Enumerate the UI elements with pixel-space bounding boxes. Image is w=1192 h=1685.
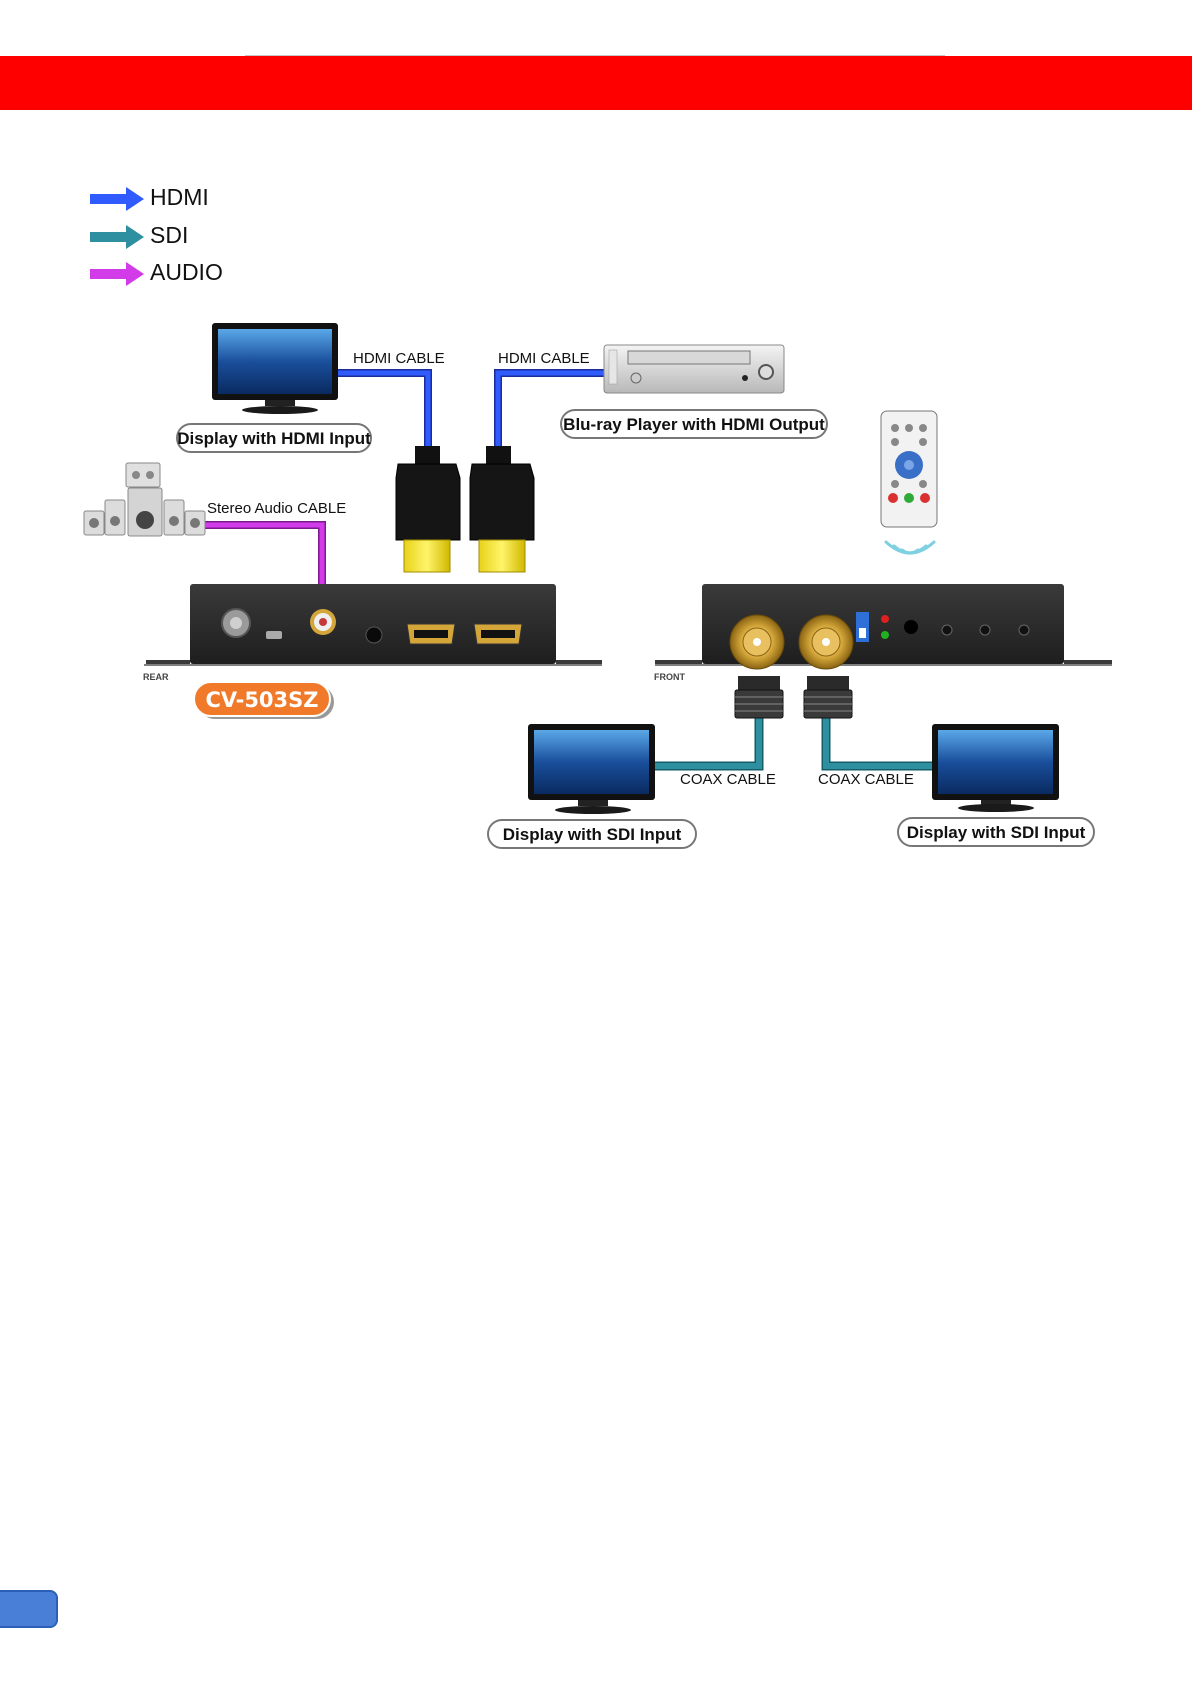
coax-cable-left-label: COAX CABLE (680, 771, 776, 788)
audio-cable-label: Stereo Audio CABLE (207, 500, 346, 517)
coax-cable-right-label: COAX CABLE (818, 771, 914, 788)
hdmi-cable-left-label: HDMI CABLE (353, 350, 445, 367)
display-sdi-left-label: Display with SDI Input (503, 825, 682, 844)
sdi-display-left-icon (528, 724, 655, 814)
bluray-player-icon (604, 345, 784, 393)
ir-signal-icon (886, 542, 934, 553)
front-panel (655, 584, 1112, 669)
sdi-display-right-icon (932, 724, 1059, 812)
hdmi-cable-right-label: HDMI CABLE (498, 350, 590, 367)
display-hdmi-label: Display with HDMI Input (177, 429, 371, 448)
front-panel-label: FRONT (654, 672, 685, 682)
bluray-label: Blu-ray Player with HDMI Output (563, 415, 825, 434)
page-number-tab (0, 1590, 58, 1628)
bnc-plug-left-icon (735, 676, 783, 718)
display-sdi-left-pill: Display with SDI Input (488, 820, 696, 848)
hdmi-plug-right-icon (470, 446, 534, 572)
model-badge-text: CV-503SZ (205, 688, 318, 712)
remote-control-icon (881, 411, 937, 527)
model-badge: CV-503SZ (194, 682, 334, 719)
coax-cable-right (826, 718, 934, 766)
hdmi-plug-left-icon (396, 446, 460, 572)
bnc-plug-right-icon (804, 676, 852, 718)
speaker-system-icon (84, 463, 205, 536)
display-sdi-right-pill: Display with SDI Input (898, 818, 1094, 846)
bluray-pill: Blu-ray Player with HDMI Output (561, 410, 827, 438)
hdmi-display-icon (212, 323, 338, 414)
rear-panel (144, 584, 602, 665)
rear-panel-label: REAR (143, 672, 169, 682)
display-hdmi-pill: Display with HDMI Input (177, 424, 371, 452)
display-sdi-right-label: Display with SDI Input (907, 823, 1086, 842)
coax-cable-left (653, 718, 759, 766)
